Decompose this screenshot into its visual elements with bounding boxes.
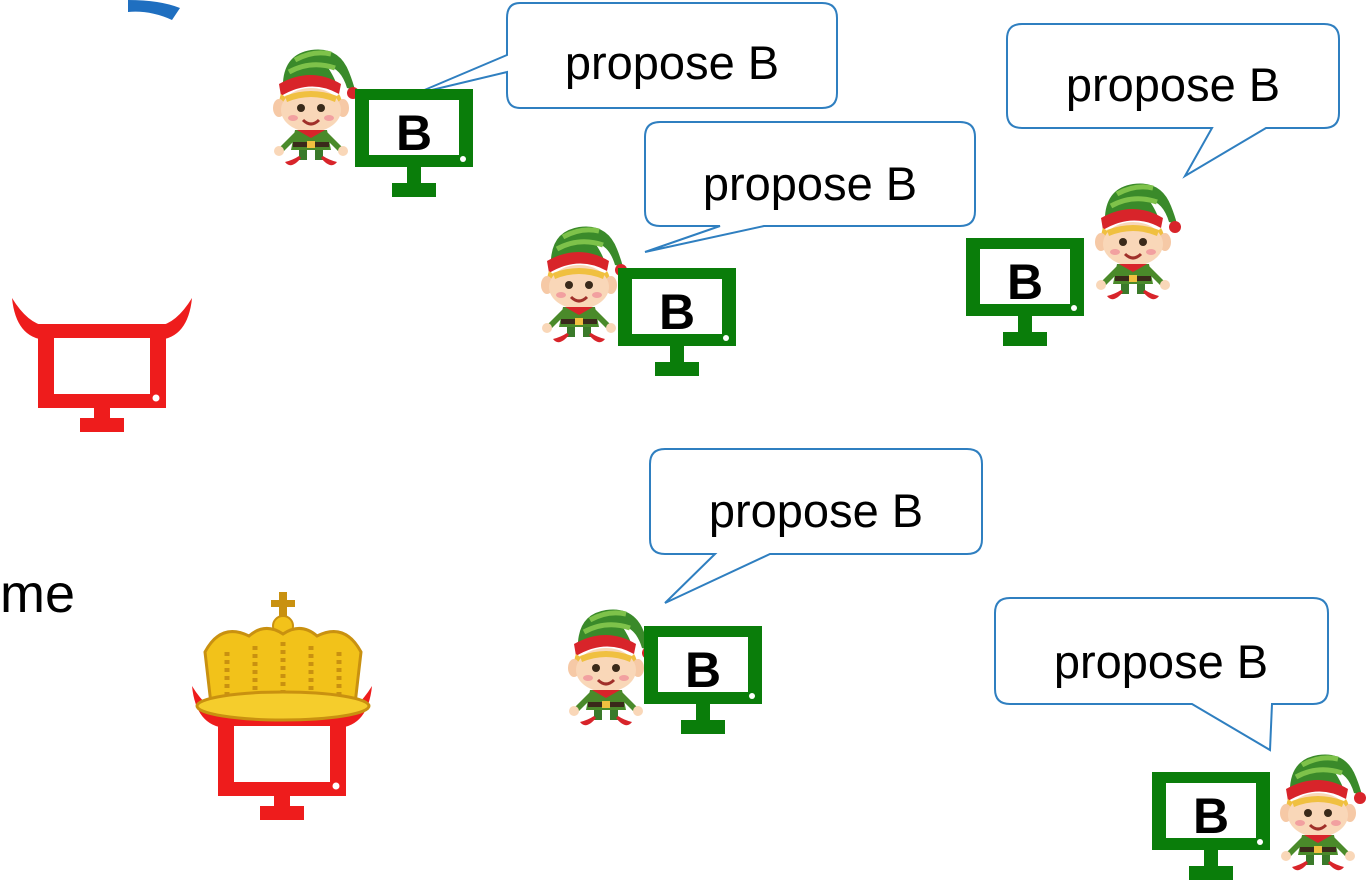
speech-bubble-3: propose B: [1006, 23, 1340, 179]
elf-icon: [1280, 754, 1366, 870]
bubble-3-text: propose B: [1066, 58, 1280, 111]
bubble-4-text: propose B: [709, 484, 923, 537]
side-text: me: [0, 564, 75, 624]
monitor-icon-honest-3: B: [966, 238, 1084, 346]
crown-icon: [197, 592, 369, 720]
devil-horns-icon-monitor-1: [12, 298, 192, 432]
monitor-letter: B: [685, 642, 721, 698]
speech-bubble-5: propose B: [994, 597, 1329, 752]
bubble-1-text: propose B: [565, 36, 779, 89]
monitor-letter: B: [396, 105, 432, 161]
bubble-5-text: propose B: [1054, 635, 1268, 688]
monitor-icon-honest-1: B: [355, 89, 473, 197]
elf-icon: [568, 609, 654, 725]
speech-bubble-2: propose B: [644, 121, 976, 253]
monitor-icon-honest-4: B: [644, 626, 762, 734]
elf-icon: [1095, 183, 1181, 299]
monitor-letter: B: [1007, 254, 1043, 310]
elf-icon: [273, 49, 359, 165]
bubble-2-text: propose B: [703, 157, 917, 210]
top-left-arc: [128, 0, 180, 20]
speech-bubble-1: propose B: [414, 2, 838, 109]
monitor-letter: B: [1193, 788, 1229, 844]
monitor-letter: B: [659, 284, 695, 340]
speech-bubble-4: propose B: [649, 448, 983, 604]
monitor-icon-honest-5: B: [1152, 772, 1270, 880]
monitor-icon-honest-2: B: [618, 268, 736, 376]
elf-icon: [541, 226, 627, 342]
